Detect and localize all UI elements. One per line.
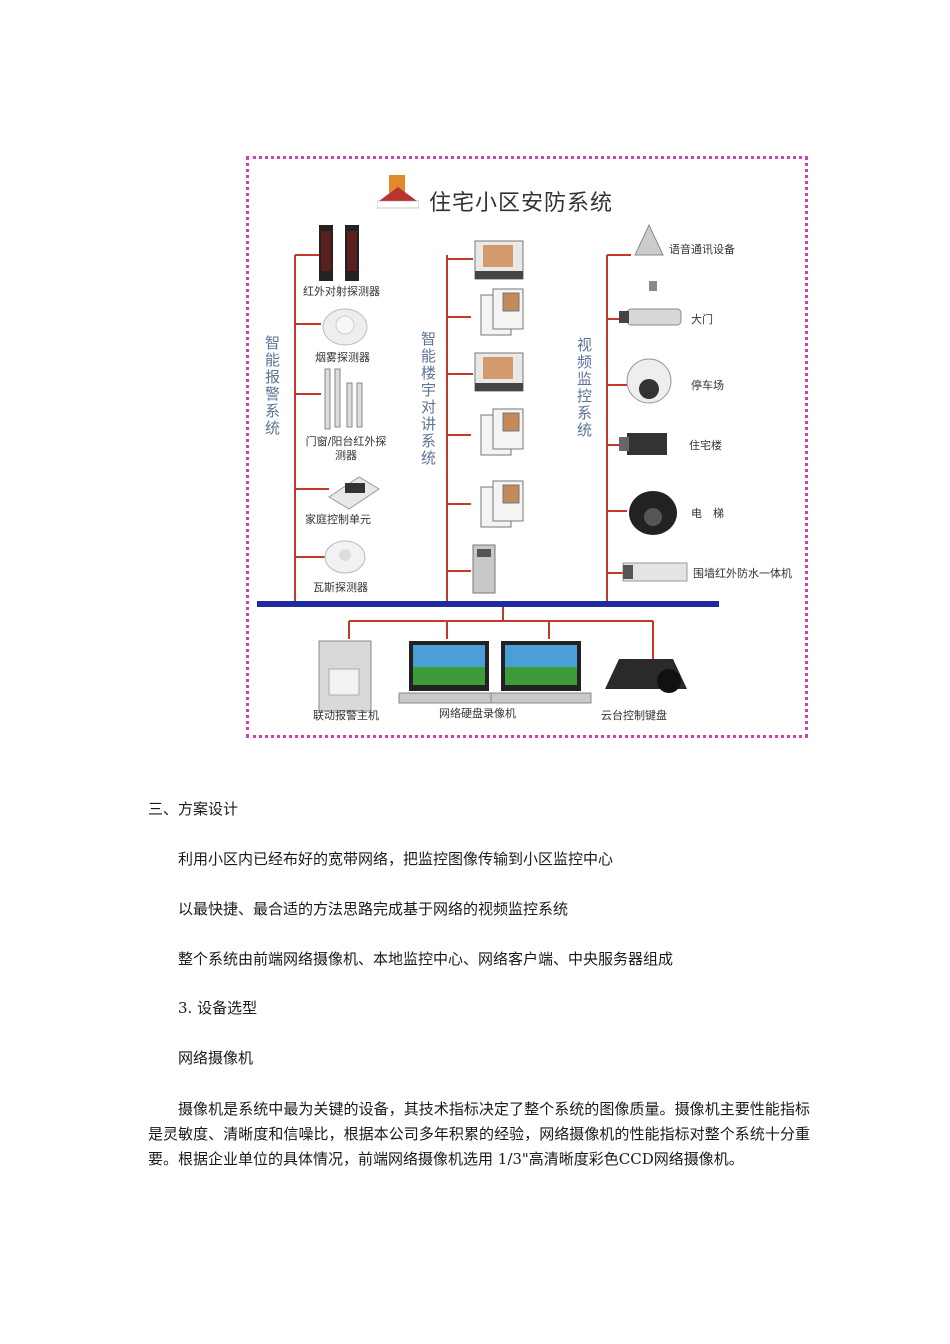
alarm-device-label: 烟雾探测器 xyxy=(315,351,370,364)
video-device-label: 电 梯 xyxy=(691,507,724,520)
bottom-device-label: 云台控制键盘 xyxy=(601,709,667,722)
subheading: 3. 设备选型 xyxy=(178,999,258,1017)
gas-detector-icon xyxy=(324,540,366,574)
ceiling-dome-camera-icon xyxy=(629,491,677,535)
nvr-monitor-icon xyxy=(490,641,592,704)
home-control-unit-icon xyxy=(328,476,380,510)
alarm-system-label: 智能报警系统 xyxy=(263,335,281,437)
housing-camera-icon xyxy=(622,562,688,582)
video-device-label: 语音通讯设备 xyxy=(669,243,735,256)
alarm-branches xyxy=(294,254,654,659)
video-device-label: 停车场 xyxy=(691,379,724,392)
bullet-camera-icon xyxy=(619,281,682,326)
diagram-lines xyxy=(257,223,719,712)
infrared-beam-detector-icon xyxy=(319,225,359,281)
paragraph: 以最快捷、最合适的方法思路完成基于网络的视频监控系统 xyxy=(178,900,569,918)
door-station-icon xyxy=(472,544,496,594)
subsubheading: 网络摄像机 xyxy=(178,1049,254,1067)
video-intercom-pair-icon xyxy=(480,288,524,336)
section-heading: 三、方案设计 xyxy=(148,800,239,818)
video-system-label: 视频监控系统 xyxy=(575,337,593,439)
company-logo xyxy=(377,175,419,209)
video-device-label: 大门 xyxy=(691,313,713,326)
dome-camera-icon xyxy=(626,358,672,404)
video-intercom-pair-icon xyxy=(480,408,524,456)
video-intercom-pair-icon xyxy=(480,480,524,528)
paragraph: 利用小区内已经布好的宽带网络，把监控图像传输到小区监控中心 xyxy=(178,850,614,868)
video-intercom-monitor-icon xyxy=(474,352,524,392)
video-intercom-monitor-icon xyxy=(474,240,524,280)
paragraph: 整个系统由前端网络摄像机、本地监控中心、网络客户端、中央服务器组成 xyxy=(178,950,674,968)
intercom-system-label: 智能楼宇对讲系统 xyxy=(419,331,437,467)
security-system-diagram: 住宅小区安防系统 智能报警系统 智能楼宇对讲系统 视频监控系统 红外对射探测器 … xyxy=(246,156,808,738)
bottom-device-label: 联动报警主机 xyxy=(313,709,379,722)
alarm-device-label: 红外对射探测器 xyxy=(303,285,380,298)
alarm-device-label: 瓦斯探测器 xyxy=(313,581,368,594)
alarm-device-label: 门窗/阳台红外探测器 xyxy=(305,435,387,462)
alarm-host-icon xyxy=(318,640,372,712)
alarm-device-label: 家庭控制单元 xyxy=(305,513,371,526)
bottom-device-label: 网络硬盘录像机 xyxy=(439,707,516,720)
video-device-label: 住宅楼 xyxy=(689,439,722,452)
window-infrared-detector-icon xyxy=(324,368,363,430)
body-paragraph: 摄像机是系统中最为关键的设备，其技术指标决定了整个系统的图像质量。摄像机主要性能… xyxy=(148,1100,810,1168)
network-bus xyxy=(257,601,719,607)
diagram-title: 住宅小区安防系统 xyxy=(429,191,614,216)
speaker-icon xyxy=(634,223,664,256)
box-camera-icon xyxy=(619,433,667,455)
video-device-label: 围墙红外防水一体机 xyxy=(693,567,792,580)
ptz-keyboard-icon xyxy=(605,659,687,693)
nvr-monitor-icon xyxy=(398,641,500,704)
smoke-detector-icon xyxy=(322,308,368,346)
